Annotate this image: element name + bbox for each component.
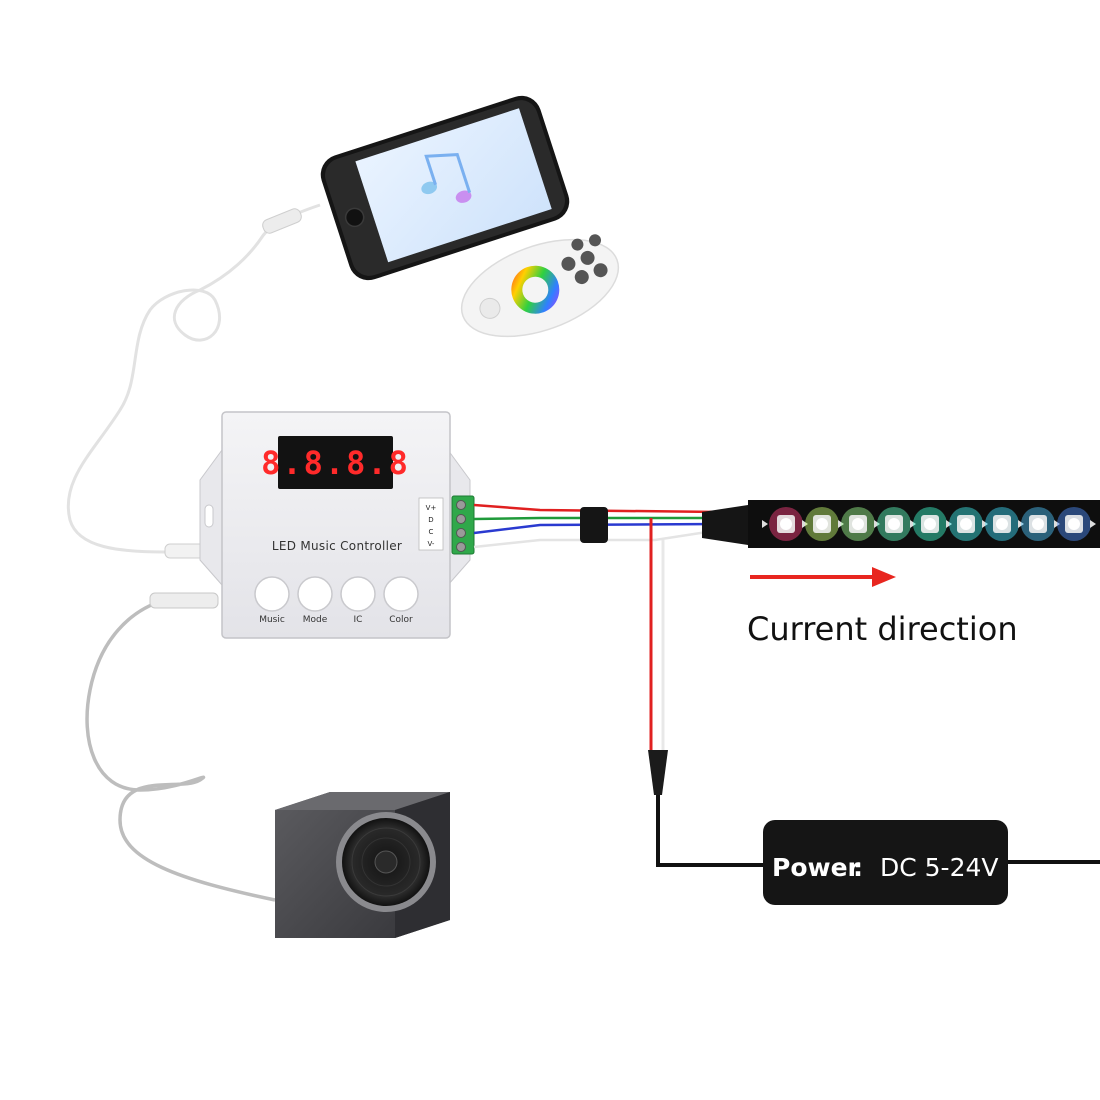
led-strip [702,500,1100,548]
controller-speaker-plug [149,592,219,609]
led-core [996,518,1008,530]
ic-button-label: IC [354,615,363,625]
data-direction-marker [838,520,844,528]
color-button-label: Color [389,615,413,625]
led-core [780,518,792,530]
data-direction-marker [1018,520,1024,528]
direction-label: Current direction [747,610,1018,648]
speaker-dust-cap [374,850,398,874]
screw-terminal-block [451,495,475,555]
led-core [888,518,900,530]
terminal-label-d: D [428,516,433,524]
power-voltage: DC 5-24V [880,853,999,882]
led-core [960,518,972,530]
terminal-label-c: C [429,528,434,536]
data-direction-marker [910,520,916,528]
led-core [924,518,936,530]
rf-remote-control [460,234,620,338]
data-direction-marker [762,520,768,528]
power-lead-wires [648,518,765,867]
data-direction-marker [982,520,988,528]
ic-button[interactable]: IC [340,576,376,625]
music-note-icon [421,153,472,203]
data-direction-marker [1090,520,1096,528]
current-direction-indicator: Current direction [747,567,1018,648]
led-core [816,518,828,530]
output-wires [473,503,721,549]
speaker [275,792,450,938]
color-button[interactable]: Color [383,576,419,625]
speaker-cable [85,592,276,902]
strip-connector [702,505,748,545]
smartphone [320,95,570,281]
direction-arrow-head [872,567,896,587]
led-music-controller: 8.8.8.8 LED Music Controller V+ D C V- M… [199,411,475,639]
power-separator: : [853,853,863,882]
terminal-legend [418,497,444,551]
power-plug-sleeve [648,750,668,795]
led-core [1032,518,1044,530]
led-core [1068,518,1080,530]
strip-leds [762,507,1096,541]
led-core [852,518,864,530]
wire-connector [580,507,608,543]
terminal-label-vplus: V+ [426,504,437,512]
display-readout: 8.8.8.8 [261,444,410,482]
data-direction-marker [874,520,880,528]
home-button [344,207,365,228]
mode-button[interactable]: Mode [297,576,333,625]
music-button-label: Music [259,615,285,625]
phone-screen [355,108,552,263]
data-direction-marker [946,520,952,528]
controller-title: LED Music Controller [272,539,402,553]
power-label: Power [772,853,861,882]
seven-segment-display [278,436,393,489]
data-direction-marker [802,520,808,528]
speaker-top [275,792,450,810]
power-adapter-body [763,820,1008,905]
power-supply: Power : DC 5-24V [763,820,1100,905]
mode-button-label: Mode [303,615,328,625]
data-direction-marker [1054,520,1060,528]
terminal-label-vminus: V- [428,540,435,548]
phone-jack-plug [262,208,302,234]
music-button[interactable]: Music [254,576,290,625]
